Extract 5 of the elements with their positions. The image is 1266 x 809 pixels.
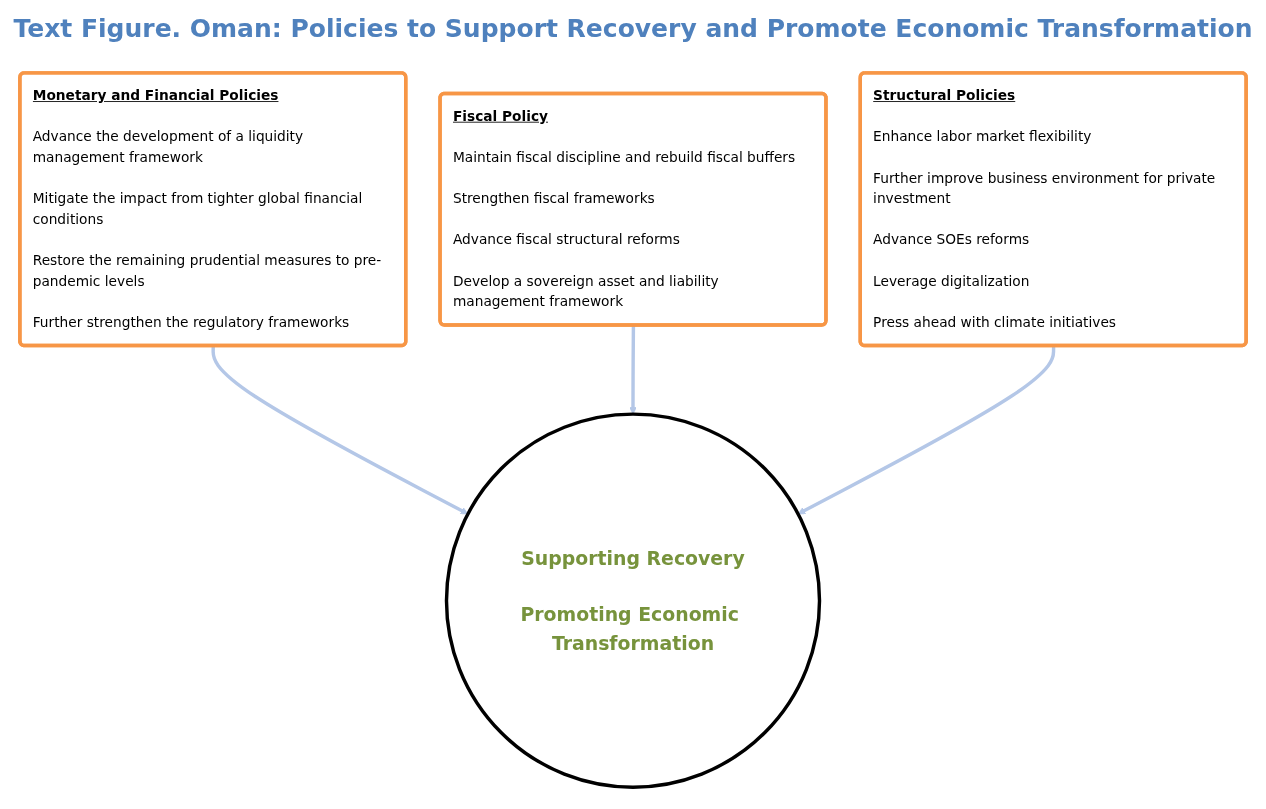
arrow	[629, 325, 637, 415]
figure-title: Text Figure. Oman: Policies to Support Recovery and Promote Economic Transformation	[13, 14, 1253, 43]
arrow	[797, 345, 1056, 515]
node-circle: Supporting Recovery Promoting Economic Transformation	[444, 412, 822, 789]
arrow	[211, 345, 469, 515]
